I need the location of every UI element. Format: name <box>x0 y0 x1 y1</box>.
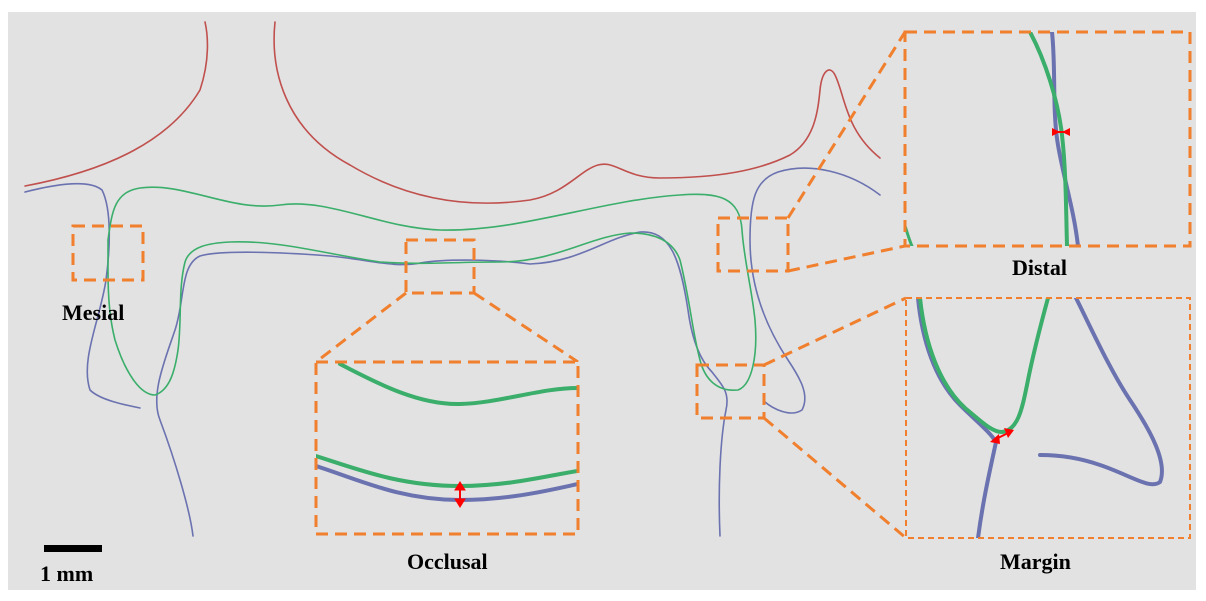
margin-green <box>918 298 1050 435</box>
connector-lines <box>315 31 907 540</box>
margin-blue-left <box>916 298 999 538</box>
occlusal-inset <box>314 360 580 536</box>
margin-blue-right <box>1038 298 1164 487</box>
margin-label: Margin <box>1000 549 1071 574</box>
occlusal-box <box>404 238 476 295</box>
distal-inset <box>903 30 1192 248</box>
scale-label: 1 mm <box>40 561 93 586</box>
distal-green <box>1028 32 1069 246</box>
distal-box <box>716 216 790 273</box>
margin-box <box>695 363 766 420</box>
margin-gap-marker <box>990 428 1014 444</box>
margin-inset <box>905 297 1191 539</box>
mesial-box <box>71 224 145 282</box>
margin-inset-frame <box>905 297 1191 539</box>
occlusal-label: Occlusal <box>407 549 488 574</box>
occlusal-green-upper <box>338 362 578 407</box>
red-contour <box>24 21 881 204</box>
distal-inset-frame <box>903 30 1192 248</box>
distal-blue <box>1050 32 1080 246</box>
occlusal-inset-frame <box>314 360 580 536</box>
distal-gap-marker <box>1052 128 1070 136</box>
distal-label: Distal <box>1012 255 1067 280</box>
mesial-label: Mesial <box>62 300 124 325</box>
region-boxes <box>71 216 790 420</box>
scale-bar <box>44 545 102 552</box>
occlusal-gap-marker <box>454 481 466 508</box>
green-contour <box>107 186 757 396</box>
